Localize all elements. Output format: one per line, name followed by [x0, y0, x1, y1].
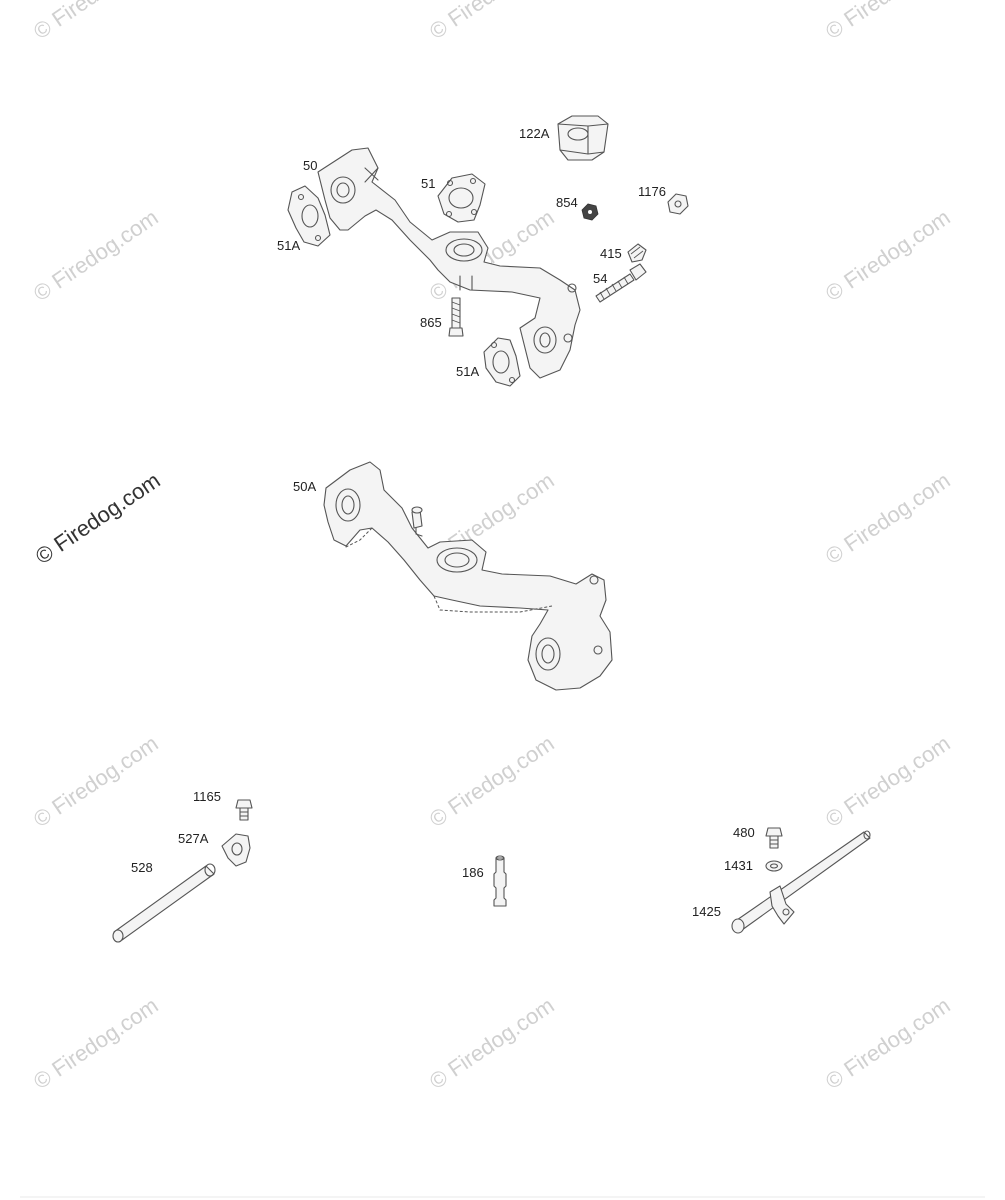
label-865: 865	[420, 315, 442, 330]
gasket-51	[437, 173, 486, 223]
watermark: © Firedog.com	[29, 205, 163, 307]
tube-assembly-left	[112, 799, 253, 943]
watermark: © Firedog.com	[29, 993, 163, 1095]
label-854: 854	[556, 195, 578, 210]
label-415: 415	[600, 246, 622, 261]
manifold-assembly-50A	[323, 461, 613, 691]
nut-854	[581, 203, 599, 221]
watermark: © Firedog.com	[821, 731, 955, 833]
bolt-54	[595, 263, 647, 303]
watermark: © Firedog.com	[425, 993, 559, 1095]
insert-415	[627, 243, 647, 263]
watermark: © Firedog.com	[821, 0, 955, 44]
label-1431: 1431	[724, 858, 753, 873]
tube-1425	[731, 830, 871, 934]
label-50: 50	[303, 158, 317, 173]
watermark: © Firedog.com	[425, 0, 559, 44]
label-50A: 50A	[293, 479, 316, 494]
label-186: 186	[462, 865, 484, 880]
nut-1176	[667, 193, 689, 215]
label-528: 528	[131, 860, 153, 875]
gasket-51A-left	[287, 185, 331, 247]
watermark: © Firedog.com	[821, 993, 955, 1095]
manifold-part-50	[317, 147, 581, 379]
label-1165: 1165	[193, 789, 221, 804]
watermark-layer: © Firedog.com © Firedog.com © Firedog.co…	[29, 0, 955, 1094]
watermark: © Firedog.com	[425, 731, 559, 833]
watermark: © Firedog.com	[821, 468, 955, 570]
label-51A-bottom: 51A	[456, 364, 479, 379]
manifold-assembly-upper	[287, 115, 689, 387]
watermark-main: © Firedog.com	[31, 468, 165, 570]
bolt-1165	[235, 799, 253, 821]
watermark: © Firedog.com	[29, 731, 163, 833]
part-labels: 122A 50 51 854 1176 51A 415 54 865 51A 5…	[131, 126, 755, 919]
label-480: 480	[733, 825, 755, 840]
label-51A-left: 51A	[277, 238, 300, 253]
spacer-block-122A	[557, 115, 609, 161]
watermark: © Firedog.com	[821, 205, 955, 307]
gasket-51A-bottom	[483, 337, 521, 387]
label-1425: 1425	[692, 904, 721, 919]
label-54: 54	[593, 271, 607, 286]
watermark: © Firedog.com	[29, 0, 163, 44]
stud-865	[448, 297, 464, 337]
tube-assembly-right	[731, 827, 871, 934]
fitting-186	[493, 855, 507, 907]
clip-527A	[221, 833, 251, 867]
label-527A: 527A	[178, 831, 209, 846]
label-122A: 122A	[519, 126, 550, 141]
label-1176: 1176	[638, 184, 666, 199]
tube-528	[112, 863, 216, 943]
washer-1431	[765, 860, 783, 872]
label-51: 51	[421, 176, 435, 191]
bolt-480	[765, 827, 783, 849]
